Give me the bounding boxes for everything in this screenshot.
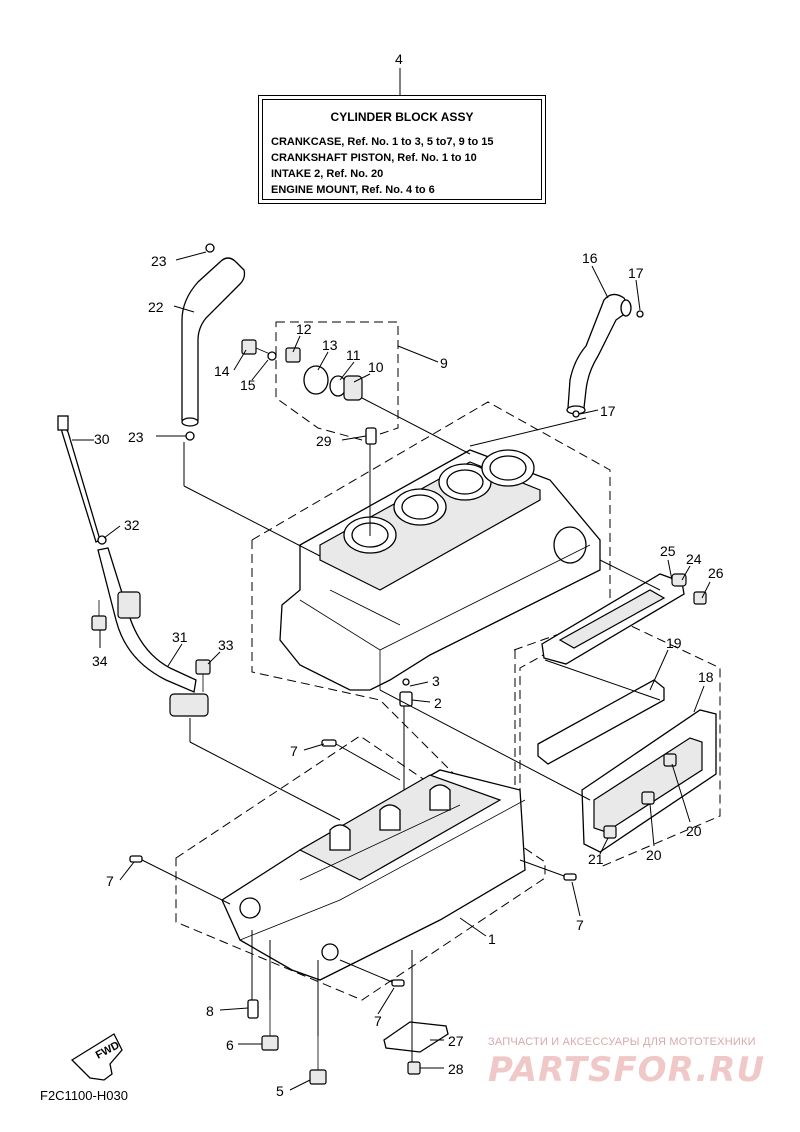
callout-10: 10 bbox=[368, 359, 384, 375]
callout-31: 31 bbox=[172, 629, 188, 645]
callout-32: 32 bbox=[124, 517, 140, 533]
callout-18: 18 bbox=[698, 669, 714, 685]
callout-15: 15 bbox=[240, 377, 256, 393]
callout-13: 13 bbox=[322, 337, 338, 353]
pin-7a bbox=[321, 739, 337, 747]
assembly-title: CYLINDER BLOCK ASSY bbox=[330, 110, 474, 124]
callout-8: 8 bbox=[206, 1003, 214, 1019]
callout-27: 27 bbox=[448, 1033, 464, 1049]
callout-33: 33 bbox=[218, 637, 234, 653]
callout-30: 30 bbox=[94, 431, 110, 447]
pin-7c bbox=[563, 873, 577, 881]
assembly-reference-box bbox=[258, 95, 546, 204]
callout-7-right: 7 bbox=[576, 917, 584, 933]
callout-6: 6 bbox=[226, 1037, 234, 1053]
assembly-line-crankshaft-piston: CRANKSHAFT PISTON, Ref. No. 1 to 10 bbox=[271, 152, 477, 164]
callout-20-right: 20 bbox=[686, 823, 702, 839]
callout-2: 2 bbox=[434, 695, 442, 711]
callout-17-top: 17 bbox=[628, 265, 644, 281]
crankcase-group-outline bbox=[175, 735, 546, 1001]
leader-lines bbox=[72, 251, 711, 1091]
plate-27 bbox=[383, 1021, 449, 1053]
callout-11: 11 bbox=[346, 347, 361, 363]
callout-23-bottom: 23 bbox=[128, 429, 144, 445]
callout-7-lower: 7 bbox=[374, 1013, 382, 1029]
bolt-5 bbox=[309, 1036, 327, 1085]
callout-9: 9 bbox=[440, 355, 448, 371]
callout-7-left: 7 bbox=[106, 873, 114, 889]
cylinder-block bbox=[279, 449, 601, 691]
crankcase bbox=[221, 769, 526, 981]
watermark-logo: PARTSFOR.RU bbox=[488, 1050, 766, 1090]
figure-code: F2C1100-H030 bbox=[40, 1088, 128, 1103]
assembly-line-crankcase: CRANKCASE, Ref. No. 1 to 3, 5 to7, 9 to … bbox=[271, 136, 494, 148]
callout-34: 34 bbox=[92, 653, 108, 669]
callout-4: 4 bbox=[395, 51, 403, 67]
cover-gasket-25 bbox=[541, 573, 685, 665]
assembly-line-intake: INTAKE 2, Ref. No. 20 bbox=[271, 168, 384, 180]
callout-21: 21 bbox=[588, 851, 604, 867]
callout-numbers: 4 23 22 16 17 12 13 11 10 14 15 9 30 23 … bbox=[92, 51, 724, 1099]
callout-28: 28 bbox=[448, 1061, 464, 1077]
cylinder-block-group-outline bbox=[251, 401, 611, 842]
assembly-line-engine-mount: ENGINE MOUNT, Ref. No. 4 to 6 bbox=[271, 184, 435, 196]
pin-7b bbox=[129, 855, 143, 863]
watermark-caption: ЗАПЧАСТИ И АКСЕССУАРЫ ДЛЯ МОТОТЕХНИКИ bbox=[488, 1036, 756, 1048]
callout-25: 25 bbox=[660, 543, 676, 559]
callout-20-lower: 20 bbox=[646, 847, 662, 863]
callout-29: 29 bbox=[316, 433, 332, 449]
screw-28 bbox=[407, 1061, 421, 1075]
water-hose bbox=[567, 293, 631, 409]
dipstick-guide bbox=[97, 547, 197, 693]
pump-parts bbox=[241, 339, 363, 401]
breather-hose bbox=[181, 257, 246, 421]
forward-arrow-icon: FWD bbox=[70, 1033, 123, 1081]
bolt-21 bbox=[603, 825, 617, 839]
dowel-pin-29 bbox=[365, 427, 377, 445]
callout-19: 19 bbox=[666, 635, 682, 651]
callout-12: 12 bbox=[296, 321, 312, 337]
pin-7d bbox=[391, 979, 405, 987]
callout-7-upper: 7 bbox=[290, 743, 298, 759]
callout-3: 3 bbox=[432, 673, 440, 689]
bolt-6 bbox=[261, 1000, 279, 1051]
bolt-20b bbox=[641, 791, 655, 805]
assembly-reference-box-inner-border bbox=[262, 99, 542, 200]
bolt-33 bbox=[195, 659, 211, 692]
callout-14: 14 bbox=[214, 363, 230, 379]
callout-1: 1 bbox=[488, 931, 496, 947]
callout-22: 22 bbox=[148, 299, 164, 315]
callout-23-top: 23 bbox=[151, 253, 167, 269]
callout-24: 24 bbox=[686, 551, 702, 567]
dowel-8 bbox=[247, 999, 259, 1019]
callout-5: 5 bbox=[276, 1083, 284, 1099]
bolt-20a bbox=[663, 753, 677, 767]
callout-16: 16 bbox=[582, 250, 598, 266]
callout-17-bottom: 17 bbox=[600, 403, 616, 419]
bolt-34 bbox=[91, 600, 107, 631]
callout-26: 26 bbox=[708, 565, 724, 581]
